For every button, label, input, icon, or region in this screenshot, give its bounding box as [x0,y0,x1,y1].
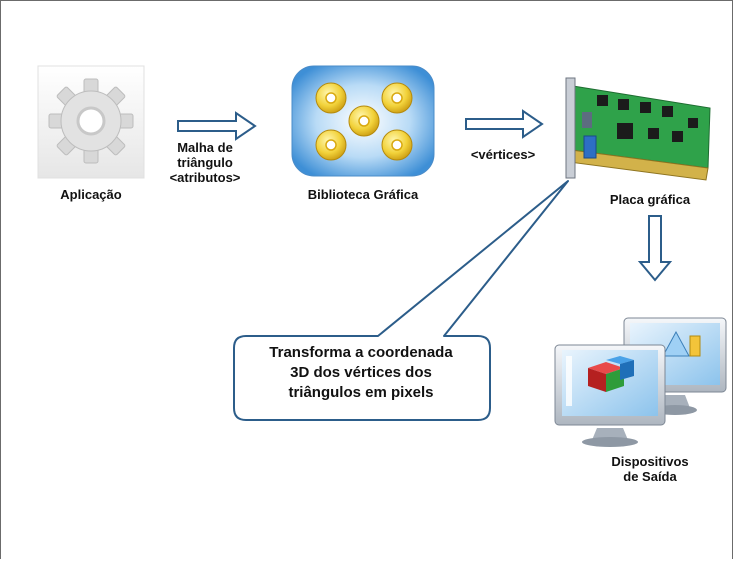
graphics-card-icon [565,77,711,181]
output-devices-label-line2: de Saída [623,469,677,484]
arrow-gpu-to-output [637,215,673,282]
edge-label-mesh: Malha de triângulo <atributos> [150,140,260,185]
output-devices-label-line1: Dispositivos [611,454,689,469]
output-devices-label: Dispositivos de Saída [580,454,720,484]
application-label: Aplicação [60,187,122,202]
arrow-app-to-library [177,111,257,141]
callout-line2: 3D dos vértices dos [290,364,432,381]
edge-label-mesh-line1: Malha de [177,140,233,155]
graphics-library-icon [291,65,435,177]
callout-text: Transforma a coordenada 3D dos vértices … [230,343,492,403]
edge-label-vertices: <vértices> [470,147,536,162]
graphics-card-label: Placa gráfica [609,192,691,207]
callout-line1: Transforma a coordenada [269,344,453,361]
gear-icon [37,65,145,179]
arrow-library-to-gpu [465,109,544,139]
edge-label-mesh-line3: <atributos> [169,170,241,185]
monitors-icon [554,317,727,447]
callout-line3: triângulos em pixels [288,384,434,401]
edge-label-mesh-line2: triângulo [177,155,233,170]
callout-bubble [233,180,569,421]
library-label: Biblioteca Gráfica [307,187,419,202]
